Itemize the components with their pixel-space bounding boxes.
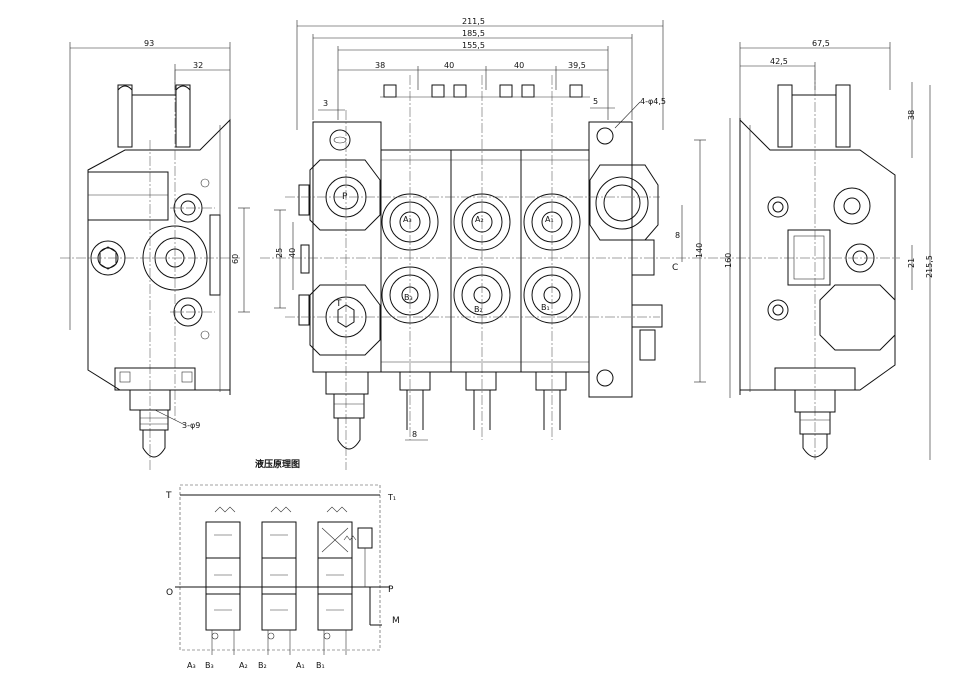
schematic-label-t1: T₁ — [387, 493, 396, 502]
schematic-bottom-label-4: B₂ — [258, 661, 267, 670]
dim-left-inner: 32 — [193, 61, 203, 70]
port-label-b1: B₁ — [541, 303, 550, 312]
port-label-c: C — [672, 263, 678, 273]
port-label-t: T — [335, 299, 342, 309]
port-label-a2: A₂ — [475, 215, 484, 224]
dim-left-width: 93 — [144, 39, 154, 48]
schematic-bottom-label-6: B₁ — [316, 661, 325, 670]
dim-right-21: 21 — [907, 258, 916, 268]
schematic-bottom-label-5: A₁ — [296, 661, 305, 670]
schematic-label-p: P — [388, 585, 394, 595]
port-label-a1: A₁ — [545, 215, 554, 224]
schematic-bottom-label-3: A₂ — [239, 661, 248, 670]
dim-front-height-140: 140 — [695, 243, 704, 258]
dim-front-mid: 185,5 — [462, 29, 485, 38]
schematic-bottom-label-1: A₃ — [187, 661, 196, 670]
front-view: 211,5 185,5 155,5 38 40 40 39,5 3 5 4-φ4… — [260, 17, 720, 470]
port-label-b2: B₂ — [474, 305, 483, 314]
schematic-title: 液压原理图 — [255, 458, 300, 470]
dim-right-width: 67,5 — [812, 39, 830, 48]
dim-front-small-left: 3 — [323, 99, 328, 108]
dim-front-total: 211,5 — [462, 17, 485, 26]
dim-front-small-right: 5 — [593, 97, 598, 106]
schematic-bottom-label-2: B₃ — [205, 661, 214, 670]
schematic-label-o: O — [166, 588, 173, 598]
dim-front-holes: 4-φ4,5 — [640, 97, 666, 106]
dim-front-bottom-8: 8 — [412, 430, 417, 439]
schematic-label-m: M — [392, 616, 400, 626]
dim-front-height-40: 40 — [288, 248, 297, 258]
dim-front-seg2: 40 — [444, 61, 454, 70]
dim-left-height: 60 — [231, 254, 240, 264]
dim-right-38: 38 — [907, 110, 916, 120]
dim-front-seg4: 39,5 — [568, 61, 586, 70]
left-side-view: 93 32 — [60, 39, 250, 470]
hydraulic-schematic: 液压原理图 T T₁ O P M — [165, 458, 400, 670]
port-label-b3: B₃ — [404, 293, 413, 302]
dim-right-215: 215,5 — [925, 255, 934, 278]
dim-left-hole: 3-φ9 — [182, 421, 200, 430]
dim-right-160: 160 — [724, 253, 733, 268]
port-label-a3: A₃ — [403, 215, 412, 224]
dim-front-seg1: 38 — [375, 61, 385, 70]
dim-front-seg3: 40 — [514, 61, 524, 70]
dim-front-right-8: 8 — [675, 231, 680, 240]
schematic-label-t: T — [165, 491, 172, 501]
dim-front-inner: 155,5 — [462, 41, 485, 50]
dim-right-inner: 42,5 — [770, 57, 788, 66]
dim-front-height-25: 25 — [275, 248, 284, 258]
right-side-view: 67,5 42,5 38 160 21 215,5 — [720, 39, 934, 460]
